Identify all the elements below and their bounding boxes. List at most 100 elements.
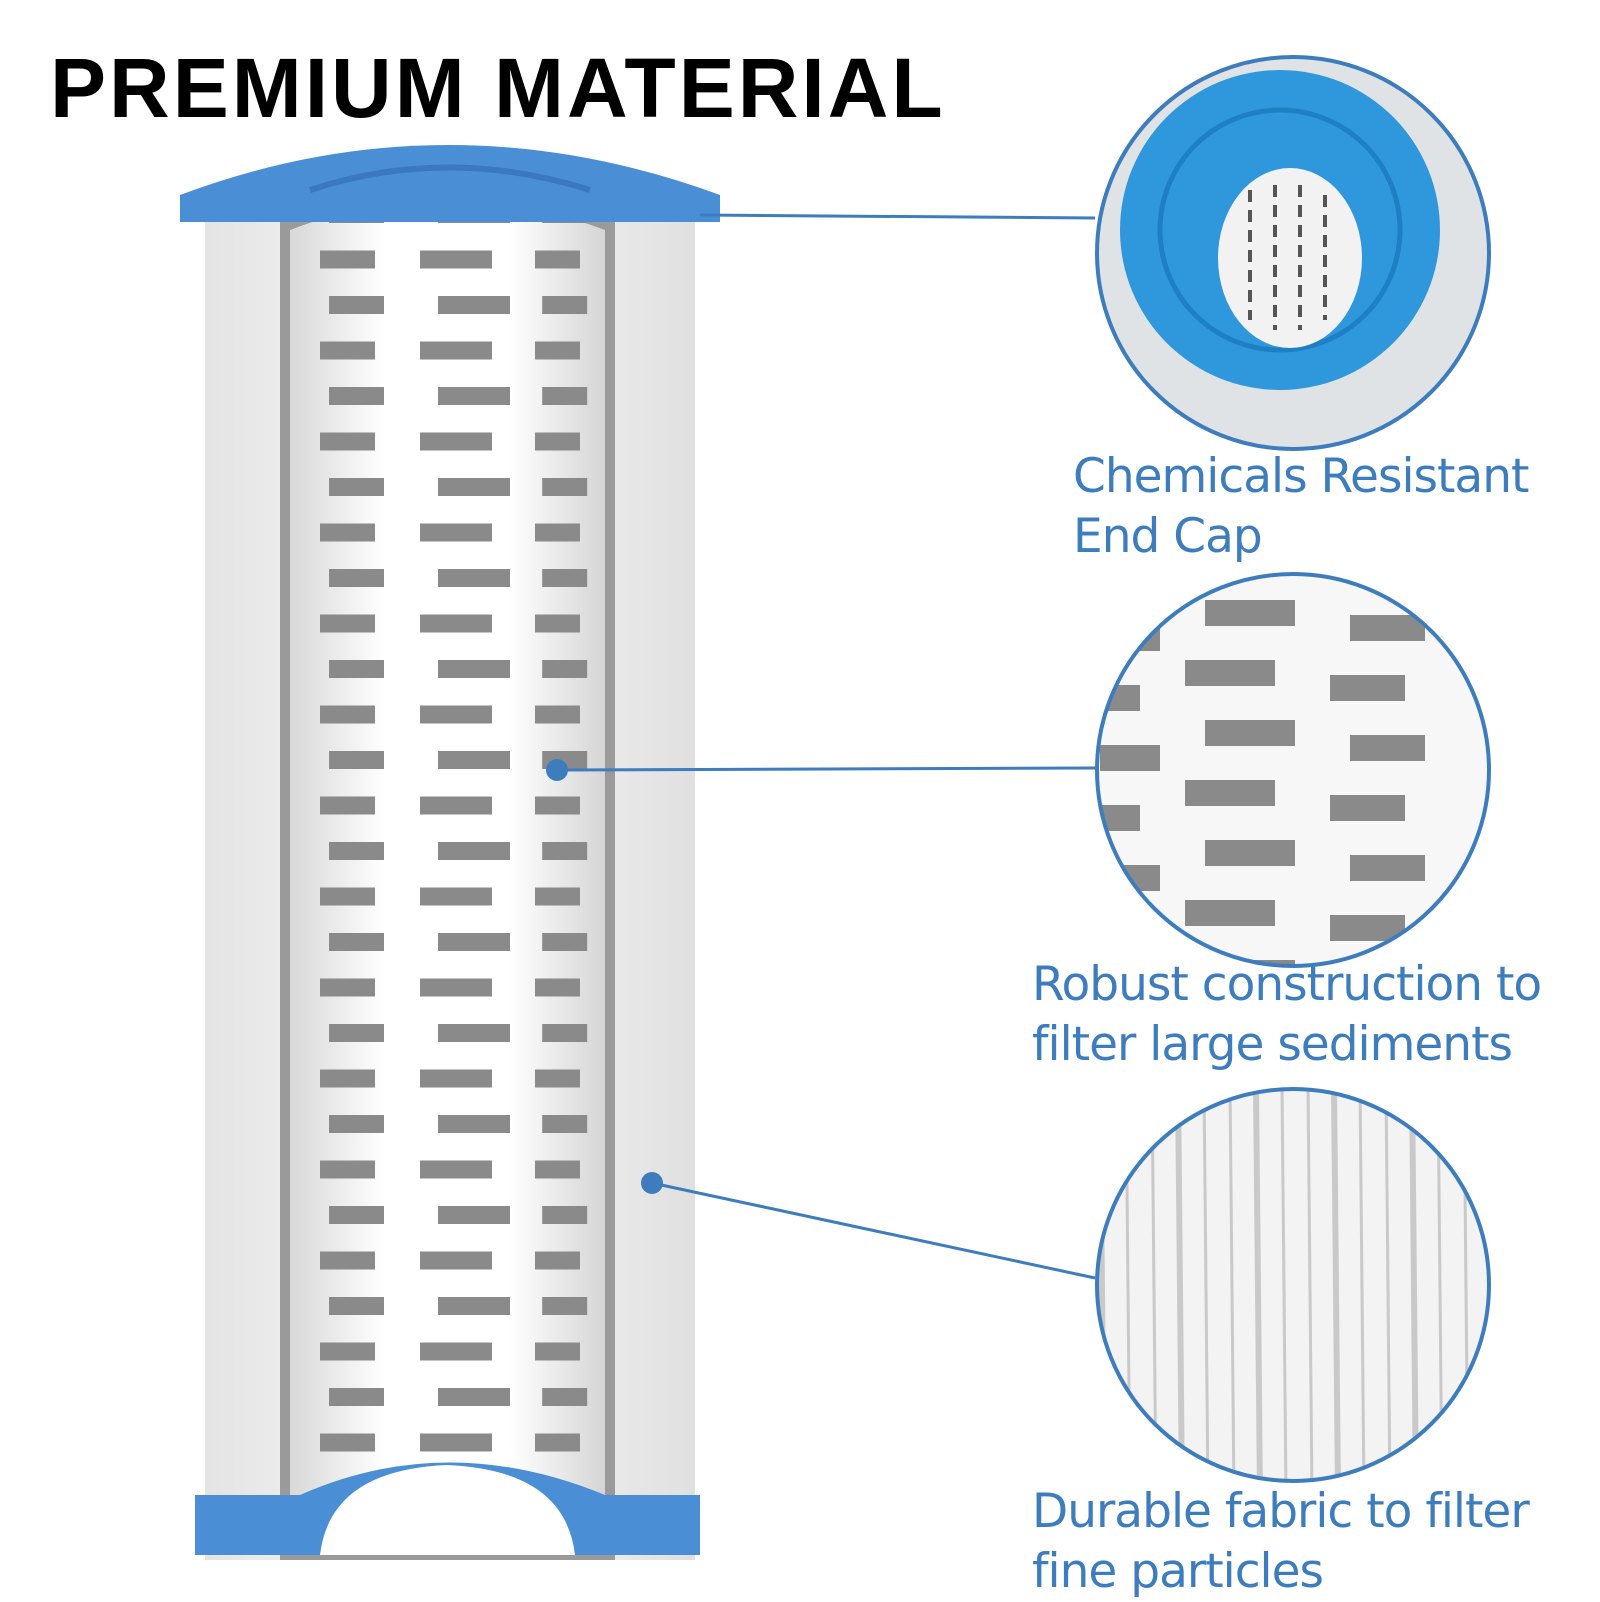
core-slot	[1100, 625, 1160, 651]
core-slot	[329, 296, 384, 314]
core-slot	[1205, 600, 1295, 626]
core-slot	[535, 1069, 580, 1088]
core-slot	[542, 1024, 588, 1042]
core-slot	[420, 1251, 492, 1270]
core-slot	[420, 250, 492, 269]
core-slot	[1350, 735, 1425, 761]
core-slot	[420, 432, 492, 451]
core-slot	[420, 1433, 492, 1452]
callout-fabric-line2: fine particles	[1032, 1544, 1324, 1599]
core-slot	[542, 296, 588, 314]
fabric-pleat	[1306, 1089, 1314, 1481]
core-slot	[535, 614, 580, 633]
fabric-pleat	[1462, 1089, 1470, 1481]
core-slot	[438, 933, 510, 951]
core-slot	[542, 933, 588, 951]
core-slot	[438, 1024, 510, 1042]
callout-endcap: Chemicals Resistant End Cap	[1073, 447, 1529, 567]
core-slot	[420, 614, 492, 633]
core-slot	[420, 1160, 492, 1179]
core-slot	[420, 705, 492, 724]
core-slot	[329, 842, 384, 860]
core-slot	[438, 1297, 510, 1315]
core-slot	[1185, 900, 1275, 926]
core-slot	[535, 887, 580, 906]
core-slot	[329, 1388, 384, 1406]
core-slot	[420, 523, 492, 542]
core-slot	[438, 569, 510, 587]
core-slot	[329, 751, 384, 769]
fabric-pleat	[1202, 1089, 1210, 1481]
core-slot	[420, 1069, 492, 1088]
core-slot	[420, 796, 492, 815]
leader-line-fabric	[651, 1181, 1096, 1280]
fabric-pleat	[1124, 1089, 1132, 1481]
callout-fabric: Durable fabric to filter fine particles	[1032, 1482, 1530, 1602]
callout-endcap-line2: End Cap	[1073, 509, 1263, 564]
core-slot	[535, 1160, 580, 1179]
core-slot	[535, 523, 580, 542]
core-slot	[535, 978, 580, 997]
page-title: PREMIUM MATERIAL	[50, 41, 946, 135]
core-slot	[320, 705, 375, 724]
core-slot	[320, 250, 375, 269]
core-slot	[329, 387, 384, 405]
core-slot	[542, 1115, 588, 1133]
core-slot	[320, 887, 375, 906]
core-slot	[320, 1069, 375, 1088]
core-slot	[542, 478, 588, 496]
fabric-pleat	[1097, 1089, 1107, 1481]
core-slot	[329, 660, 384, 678]
core-slot	[329, 933, 384, 951]
core-slot	[542, 1297, 588, 1315]
leader-line-endcap	[699, 213, 1096, 220]
fabric-pleat	[1280, 1089, 1288, 1481]
core-slot	[438, 842, 510, 860]
core-slot	[320, 523, 375, 542]
core-slot	[1350, 615, 1425, 641]
core-slot	[329, 1297, 384, 1315]
core-slot	[542, 387, 588, 405]
core-slot	[438, 296, 510, 314]
fabric-pleat	[1436, 1089, 1444, 1481]
fabric-pleat	[1253, 1089, 1263, 1481]
core-slot	[438, 1115, 510, 1133]
core-slot	[329, 569, 384, 587]
core-slot	[542, 660, 588, 678]
core-slot	[320, 614, 375, 633]
core-slot	[1350, 855, 1425, 881]
callout-core-line2: filter large sediments	[1032, 1017, 1513, 1072]
core-slot	[542, 1206, 588, 1224]
core-slot	[329, 478, 384, 496]
callout-endcap-line1: Chemicals Resistant	[1073, 449, 1529, 504]
core-slot	[535, 705, 580, 724]
fabric-pleat	[1409, 1089, 1419, 1481]
core-slot	[320, 1342, 375, 1361]
core-slot	[535, 1433, 580, 1452]
core-slot	[438, 660, 510, 678]
leader-line-core	[556, 766, 1096, 772]
core-slot	[320, 432, 375, 451]
core-slot	[420, 887, 492, 906]
core-slot	[329, 1206, 384, 1224]
core-slot	[329, 1115, 384, 1133]
core-slot	[1205, 840, 1295, 866]
core-slot	[420, 978, 492, 997]
core-slot	[535, 250, 580, 269]
core-slot	[320, 341, 375, 360]
callout-core-line1: Robust construction to	[1032, 957, 1542, 1012]
core-slot	[535, 796, 580, 815]
callout-core: Robust construction to filter large sedi…	[1032, 955, 1542, 1075]
top-end-cap	[180, 145, 720, 222]
core-slot	[438, 751, 510, 769]
core-slot	[1097, 805, 1140, 831]
core-slot	[535, 341, 580, 360]
core-slot	[1185, 660, 1275, 686]
core-slot	[542, 569, 588, 587]
core-slot	[329, 1024, 384, 1042]
core-slot	[1185, 780, 1275, 806]
fabric-pleat	[1228, 1089, 1236, 1481]
core-slot	[438, 1388, 510, 1406]
core-slot	[535, 1251, 580, 1270]
